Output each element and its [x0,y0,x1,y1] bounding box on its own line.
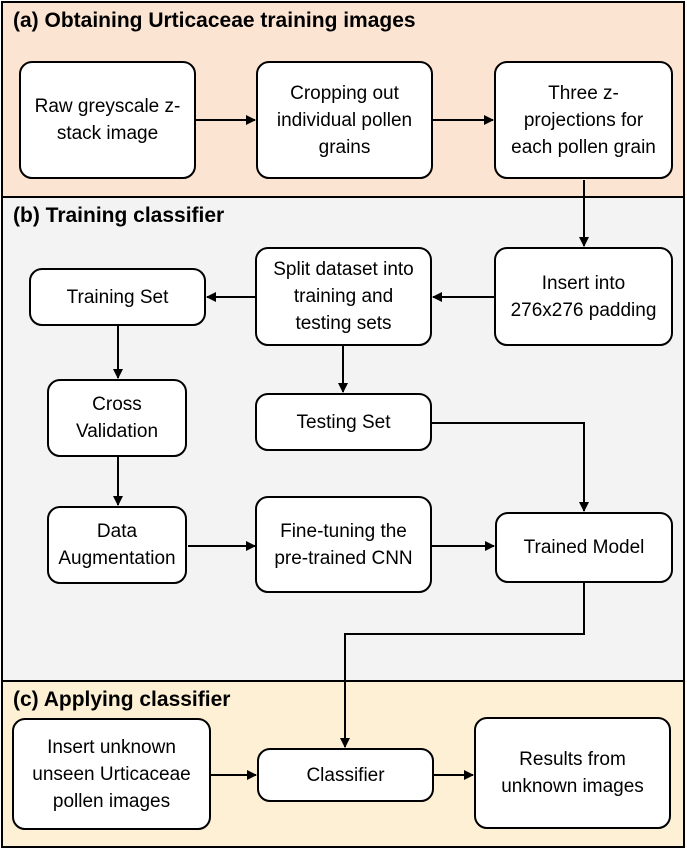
data-augmentation-box: Data Augmentation [47,506,187,584]
cross-validation-box: Cross Validation [47,379,187,457]
results-box: Results from unknown images [474,717,671,829]
raw-zstack-box: Raw greyscale z- stack image [19,61,196,179]
z-projections-box: Three z- projections for each pollen gra… [494,61,673,179]
classifier-box: Classifier [257,748,434,802]
fine-tuning-box: Fine-tuning the pre-trained CNN [255,496,432,593]
cropping-box: Cropping out individual pollen grains [256,61,433,179]
split-dataset-box: Split dataset into training and testing … [255,247,432,346]
testing-set-box: Testing Set [255,393,432,451]
section-b-title: (b) Training classifier [13,204,225,227]
training-set-box: Training Set [29,268,206,326]
section-a-title: (a) Obtaining Urticaceae training images [13,9,416,32]
trained-model-box: Trained Model [495,512,673,583]
insert-unknown-box: Insert unknown unseen Urticaceae pollen … [12,718,211,830]
section-c-title: (c) Applying classifier [13,688,231,711]
insert-padding-box: Insert into 276x276 padding [494,247,673,346]
